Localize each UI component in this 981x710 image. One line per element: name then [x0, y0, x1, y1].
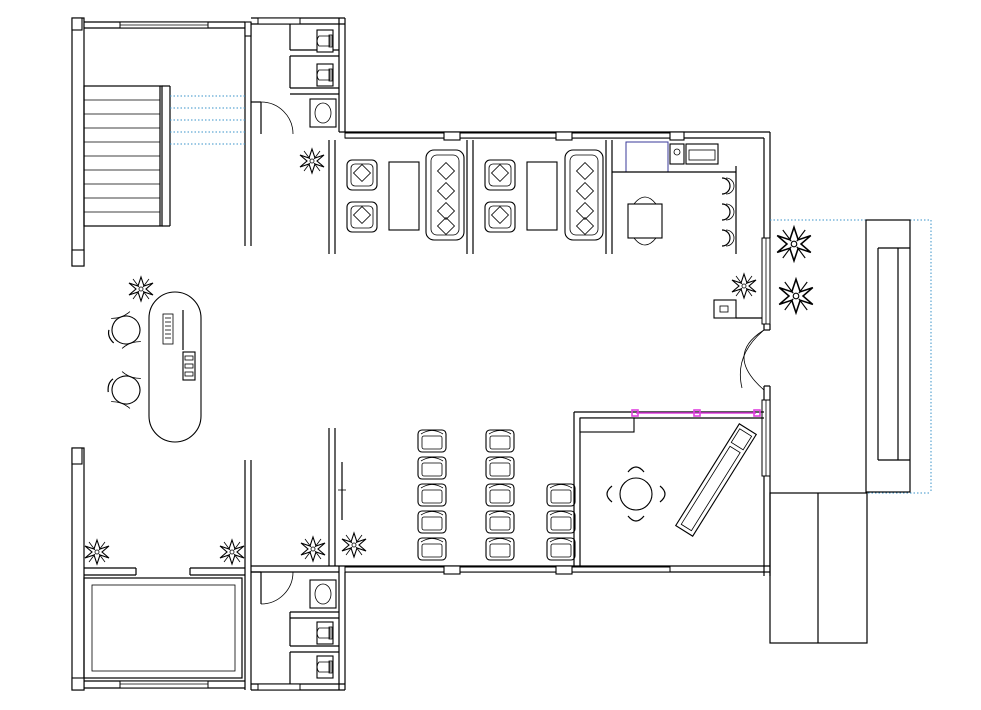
washbasin: [309, 98, 337, 128]
bottom-left-room: [71, 447, 252, 691]
waiting-chair: [546, 510, 576, 534]
dispenser: [713, 299, 737, 319]
north-wall: [339, 131, 771, 238]
waiting-chair: [485, 429, 515, 453]
waiting-chair: [417, 483, 447, 507]
coffee-table: [526, 161, 558, 231]
board-table: [83, 577, 243, 679]
lounge-2: [484, 149, 604, 241]
coffee-table: [388, 161, 420, 231]
waiting-chair: [417, 429, 447, 453]
lounge-bench: [674, 423, 758, 537]
armchair: [484, 201, 516, 233]
waiting-chair: [485, 537, 515, 561]
lounge-partitions: [328, 140, 613, 254]
plant-icon: [300, 536, 326, 562]
waiting-chair: [417, 537, 447, 561]
waiting-chair: [417, 456, 447, 480]
office-chair: [107, 311, 141, 349]
plant-icon: [219, 539, 245, 565]
reception-desk: [148, 291, 202, 443]
door-swing: [260, 101, 294, 135]
sofa: [425, 149, 465, 241]
stair-block: [71, 17, 252, 267]
top-restroom: [251, 17, 346, 174]
waiting-chair: [485, 456, 515, 480]
waiting-chair: [417, 510, 447, 534]
plant-icon: [776, 226, 812, 262]
plant-icon: [128, 276, 154, 302]
plant-icon: [84, 539, 110, 565]
waiting-chair: [485, 510, 515, 534]
armchair: [346, 201, 378, 233]
sofa: [564, 149, 604, 241]
telephone: [182, 351, 196, 381]
round-table: [619, 477, 653, 511]
armchair: [346, 159, 378, 191]
plant-icon: [341, 532, 367, 558]
door-swing: [743, 329, 765, 391]
dining-table: [627, 203, 663, 239]
reception: [107, 276, 202, 443]
staircase: [83, 85, 245, 227]
bottom-restroom: [251, 536, 346, 691]
stove: [685, 143, 719, 165]
door-swing: [260, 571, 294, 605]
plant-icon: [299, 148, 325, 174]
plant-icon: [778, 278, 814, 314]
washbasin: [309, 579, 337, 609]
sideboard: [579, 417, 635, 433]
office-chair: [107, 371, 141, 409]
south-wall: [339, 565, 770, 575]
lounge-1: [346, 149, 465, 241]
armchair: [484, 159, 516, 191]
meeting-room: [573, 409, 764, 566]
waiting-chair: [546, 537, 576, 561]
keyboard: [162, 313, 174, 345]
waiting-area: [328, 428, 576, 566]
waiting-chair: [485, 483, 515, 507]
cabinet: [625, 141, 669, 173]
plant-icon: [731, 273, 757, 299]
outdoor-deck: [769, 219, 932, 644]
waiting-chair: [546, 483, 576, 507]
pantry: [612, 141, 764, 319]
